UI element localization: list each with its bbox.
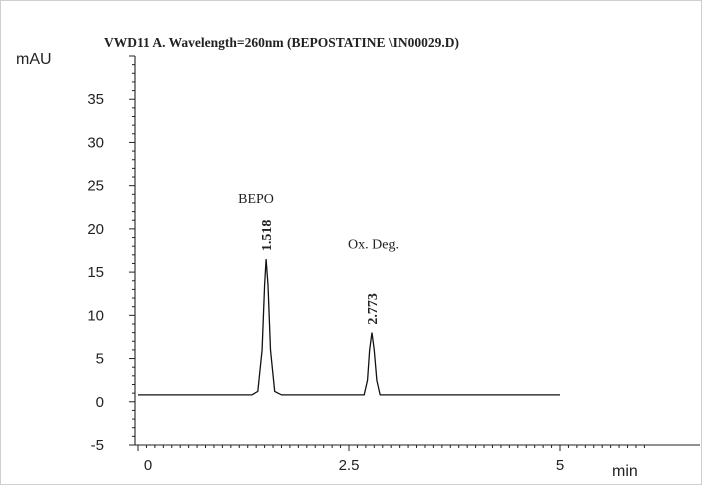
peak-name-label: BEPO bbox=[238, 192, 274, 207]
peak-labels: 1.518 BEPO 2.773 Ox. Deg. bbox=[238, 192, 399, 324]
y-tick-label: 15 bbox=[87, 264, 104, 281]
y-tick-label: 35 bbox=[87, 91, 104, 108]
y-tick-label: 0 bbox=[96, 394, 104, 411]
x-tick-label: 0 bbox=[144, 457, 152, 474]
y-axis-label: mAU bbox=[16, 51, 52, 68]
y-axis-ticks: -5 0 5 10 15 20 25 30 35 bbox=[87, 55, 135, 454]
y-tick-label: 5 bbox=[96, 351, 104, 368]
y-tick-label: 20 bbox=[87, 221, 104, 238]
peak-name-label: Ox. Deg. bbox=[348, 238, 399, 253]
x-tick-label: 5 bbox=[556, 457, 564, 474]
x-tick-label: 2.5 bbox=[339, 457, 360, 474]
peak-retention-time: 2.773 bbox=[366, 293, 381, 325]
y-tick-label: -5 bbox=[91, 437, 104, 454]
chart-title: VWD11 A. Wavelength=260nm (BEPOSTATINE \… bbox=[104, 35, 459, 50]
y-tick-label: 10 bbox=[87, 307, 104, 324]
chromatogram-trace bbox=[138, 259, 560, 396]
y-tick-label: 25 bbox=[87, 178, 104, 195]
peak-retention-time: 1.518 bbox=[260, 220, 275, 252]
x-axis-label: min bbox=[612, 463, 638, 480]
y-tick-label: 30 bbox=[87, 134, 104, 151]
